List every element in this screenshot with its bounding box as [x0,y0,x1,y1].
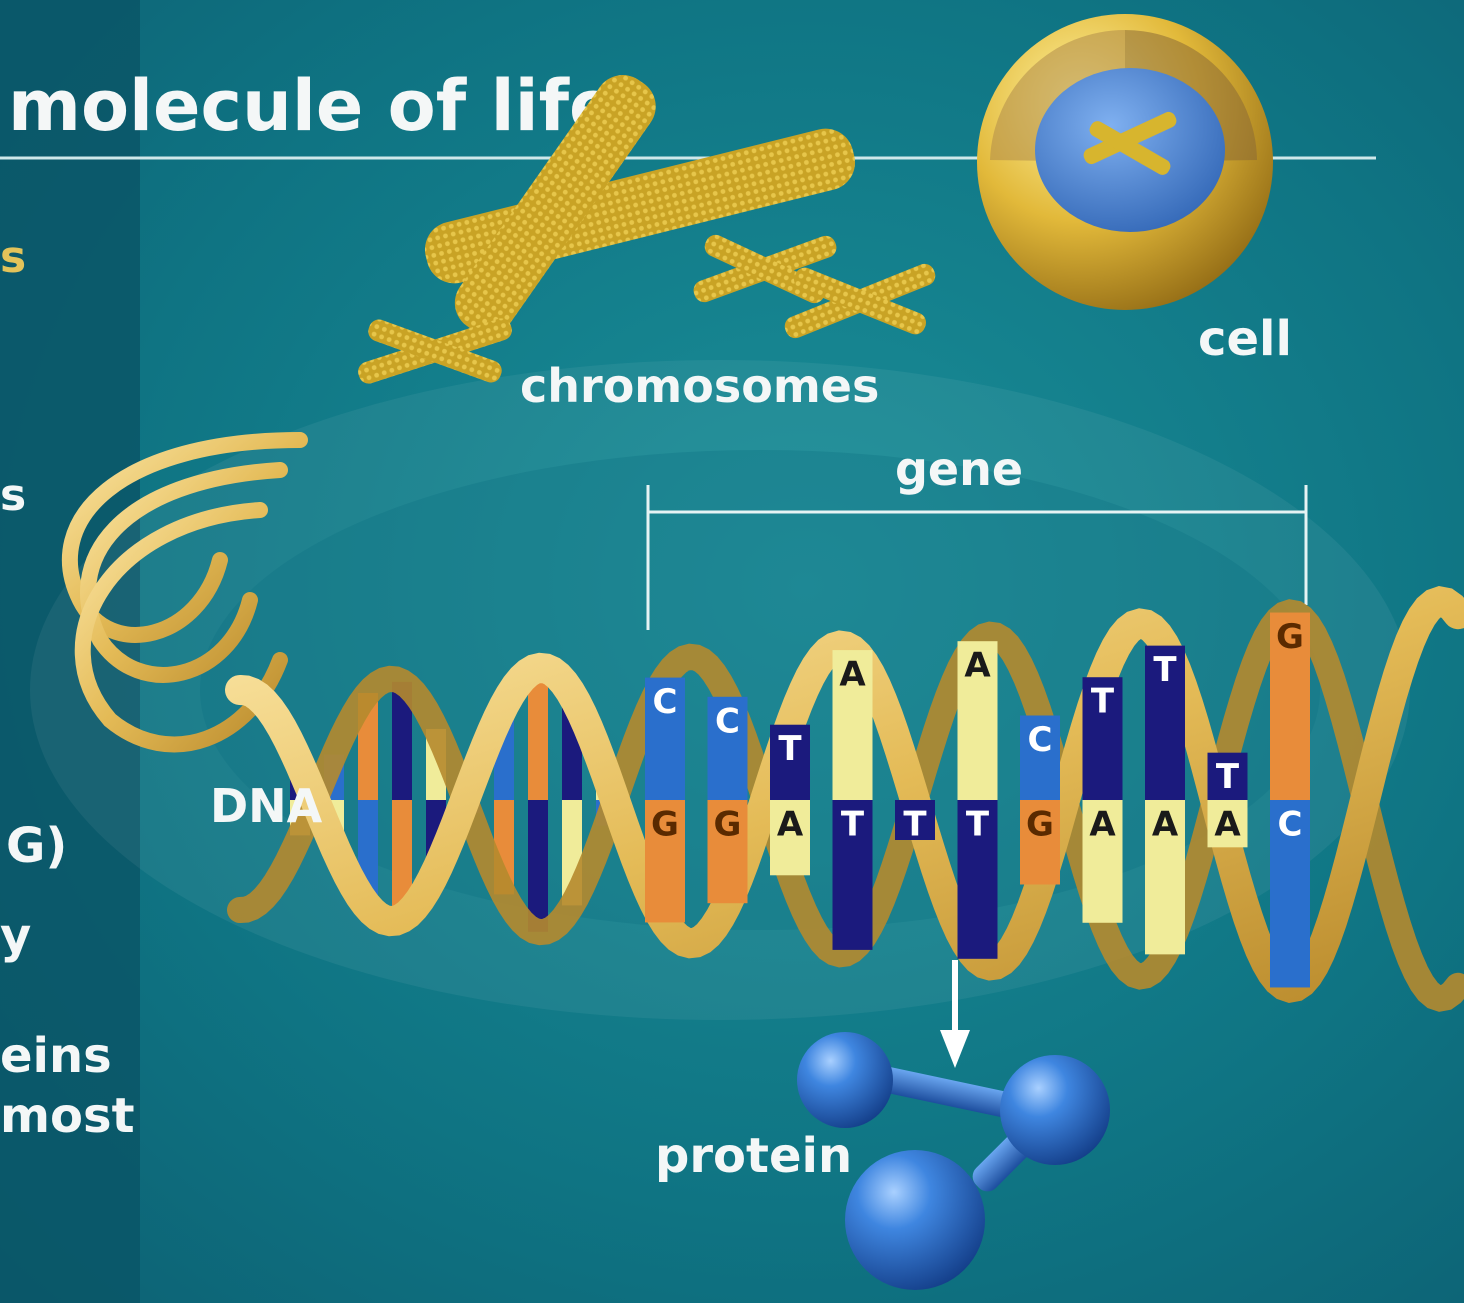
base-pair-base-bottom: A [1208,800,1248,847]
base-letter: A [777,805,804,845]
base-pair-base-top: A [958,641,998,800]
base-pair-base-top: A [833,650,873,800]
base-pair-base-top: G [1270,613,1310,800]
base-letter: T [903,805,927,845]
base-letter: A [1152,805,1179,845]
label-chromosomes: chromosomes [520,359,879,413]
base-letter: G [1276,617,1304,657]
base-pair-base-top: T [1208,753,1248,800]
base-letter: G [651,805,679,845]
label-protein: protein [655,1128,852,1184]
base-pair-base-bottom: A [1145,800,1185,954]
left-fragment-2: s [0,470,26,521]
base-pair-base-bottom: T [895,800,935,845]
base-letter: T [1216,757,1240,797]
label-cell: cell [1198,311,1292,367]
base-letter: C [715,701,740,741]
base-letter: A [1089,805,1116,845]
base-pair-base-bottom: G [1020,800,1060,885]
base-pair-base-bottom: C [1270,800,1310,987]
base-letter: G [1026,805,1054,845]
base-pair-base-top: C [1020,715,1060,800]
base-pair-base-top: C [708,697,748,800]
base-letter: C [653,682,678,722]
cell-illustration [977,14,1273,310]
base-pair-base-bottom: A [1083,800,1123,923]
base-pair-base-top: T [770,725,810,800]
base-letter: T [1091,682,1115,722]
base-letter: T [1153,650,1177,690]
base-letter: A [1214,805,1241,845]
left-fragment-6: most [0,1088,135,1144]
base-pair-base-top: T [1145,646,1185,800]
base-letter: T [841,805,865,845]
base-pair-base-bottom: G [708,800,748,903]
label-gene: gene [895,442,1023,496]
base-letter: A [964,646,991,686]
base-letter: T [966,805,990,845]
left-fragment-5: eins [0,1028,112,1084]
base-pair-base-bottom: G [645,800,685,922]
base-letter: C [1028,720,1053,760]
base-pair-base-top: C [645,678,685,800]
left-fragment-4: y [0,908,31,964]
label-dna: DNA [210,779,323,833]
base-pair-base-bottom: T [833,800,873,950]
base-letter: A [839,655,866,695]
base-letter: C [1278,805,1303,845]
left-fragment-3: G) [6,818,67,874]
page-title: molecule of life [8,65,617,147]
base-pair-base-bottom: T [958,800,998,959]
base-pair-base-bottom: A [770,800,810,875]
left-fragment-1: s [0,232,26,283]
base-pair-base-top: T [1083,677,1123,800]
base-letter: G [714,805,742,845]
base-letter: T [778,729,802,769]
